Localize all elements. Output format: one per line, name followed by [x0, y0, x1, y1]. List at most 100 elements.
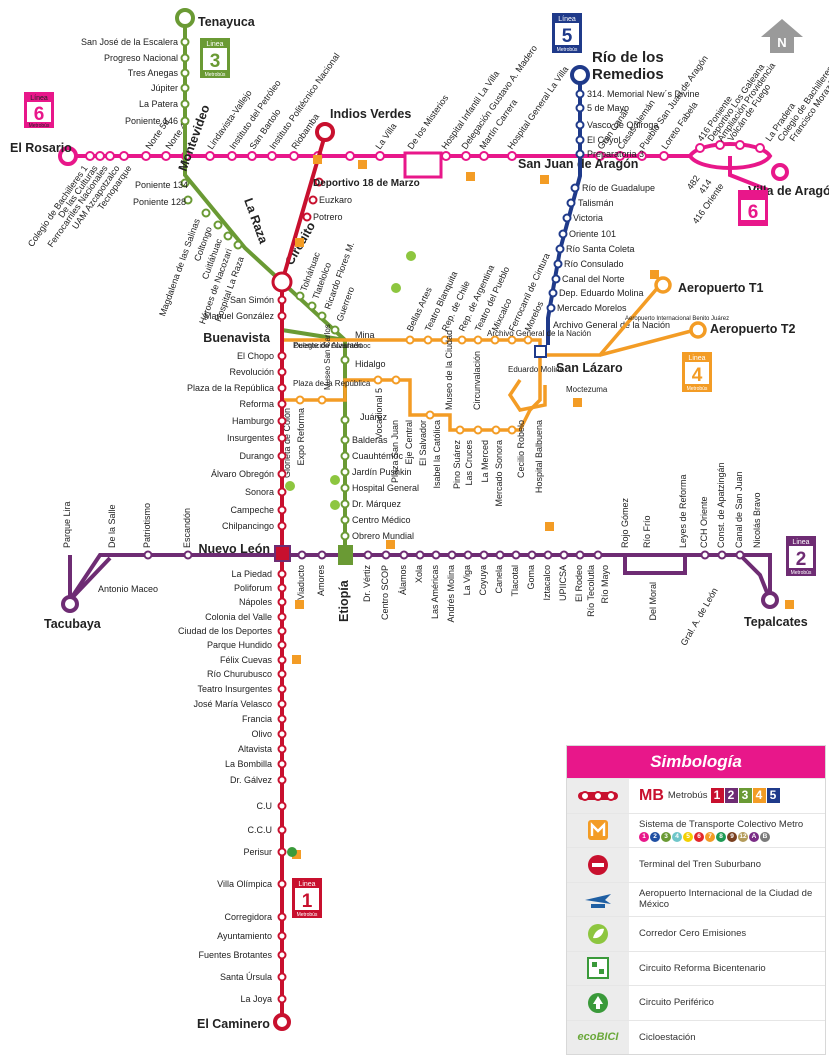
label-san-lazaro: San Lázaro	[556, 361, 623, 375]
line-chips: 1 2 3 4 5	[710, 788, 780, 804]
suburbano-icon	[567, 848, 629, 882]
metro-icon	[466, 172, 475, 181]
svg-text:Coyuya: Coyuya	[478, 565, 488, 596]
svg-text:La Viga: La Viga	[462, 565, 472, 595]
svg-text:Metrobús: Metrobús	[557, 47, 578, 53]
svg-text:Teatro Insurgentes: Teatro Insurgentes	[197, 684, 272, 694]
svg-text:Poniente 134: Poniente 134	[135, 180, 188, 190]
metro-line-dot: A	[749, 831, 759, 842]
metro-icon	[292, 850, 301, 859]
terminal-rio-de-los-remedios[interactable]	[570, 65, 590, 85]
svg-text:Santa Úrsula: Santa Úrsula	[220, 972, 272, 982]
label-tenayuca: Tenayuca	[198, 15, 256, 29]
metro-icon	[573, 398, 582, 407]
svg-text:Félix Cuevas: Félix Cuevas	[220, 655, 273, 665]
svg-text:Río Tecolutla: Río Tecolutla	[586, 565, 596, 617]
svg-text:Línea: Línea	[558, 16, 576, 23]
svg-text:Mercado Sonora: Mercado Sonora	[494, 440, 504, 507]
svg-text:Ayuntamiento: Ayuntamiento	[217, 931, 272, 941]
north-label: N	[777, 35, 786, 50]
svg-text:Amores: Amores	[316, 565, 326, 597]
linea-6-badge: Línea 6 Metrobús	[24, 92, 54, 129]
svg-text:La Piedad: La Piedad	[231, 569, 272, 579]
svg-text:Del Moral: Del Moral	[648, 582, 658, 621]
terminal-tepalcates[interactable]	[761, 591, 779, 609]
svg-text:Río Frío: Río Frío	[642, 515, 652, 548]
svg-text:El Chopo: El Chopo	[237, 351, 274, 361]
svg-text:Delegación Gustavo A. Madero: Delegación Gustavo A. Madero	[459, 43, 539, 151]
metro-line-dot: 2	[650, 831, 660, 842]
etiopia-hub[interactable]	[338, 545, 353, 565]
label-villa-de-aragon: Villa de Aragón	[748, 184, 829, 198]
svg-text:Río Churubusco: Río Churubusco	[207, 669, 272, 679]
svg-text:C.C.U: C.C.U	[248, 825, 273, 835]
label-rio-de-los-remedios: Río de los Remedios	[592, 49, 668, 83]
svg-text:Expo Reforma: Expo Reforma	[296, 408, 306, 466]
svg-text:Tlacotal: Tlacotal	[510, 565, 520, 597]
svg-text:Reforma: Reforma	[239, 399, 274, 409]
legend-panel: Simbología MB Metrobús 1 2 3 4 5	[566, 745, 826, 1055]
linea-1-badge: Linea 1 Metrobús	[292, 878, 322, 918]
svg-text:Centro Médico: Centro Médico	[352, 515, 411, 525]
periferico-icon	[567, 986, 629, 1020]
chip-linea-1: 1	[710, 788, 724, 804]
metro-icons	[292, 155, 794, 859]
metrobus-icon	[567, 779, 629, 813]
mb-logo-icon: MB	[639, 787, 664, 805]
terminal-tacubaya[interactable]	[61, 595, 79, 613]
terminal-indios-verdes[interactable]	[315, 122, 335, 142]
svg-text:Ciudad de los Deportes: Ciudad de los Deportes	[178, 626, 273, 636]
circuito-reforma-icon	[567, 951, 629, 985]
svg-text:De la Salle: De la Salle	[107, 504, 117, 548]
svg-text:Plaza de la República: Plaza de la República	[293, 379, 371, 388]
terminal-aeropuerto-t1[interactable]	[654, 276, 672, 294]
svg-text:Metrobús: Metrobús	[687, 386, 708, 392]
svg-text:Vasco de Quiroga: Vasco de Quiroga	[587, 120, 658, 130]
svg-text:Hidalgo: Hidalgo	[355, 359, 386, 369]
svg-text:Hospital General: Hospital General	[352, 483, 419, 493]
svg-text:La Villa: La Villa	[373, 121, 398, 151]
svg-text:Museo de la Ciudad: Museo de la Ciudad	[444, 330, 454, 410]
svg-text:Colonia del Valle: Colonia del Valle	[205, 612, 272, 622]
svg-text:Const. de Apatzingán: Const. de Apatzingán	[716, 462, 726, 548]
svg-text:Archivo General de la Nación: Archivo General de la Nación	[553, 320, 670, 330]
svg-text:Juárez: Juárez	[360, 412, 388, 422]
svg-text:Álvaro Obregón: Álvaro Obregón	[211, 469, 274, 479]
terminal-el-caminero[interactable]	[273, 1013, 291, 1031]
metro-icon	[295, 600, 304, 609]
metro-icon	[785, 600, 794, 609]
svg-text:Nicolás Bravo: Nicolás Bravo	[752, 492, 762, 548]
svg-text:Río de Guadalupe: Río de Guadalupe	[582, 183, 655, 193]
terminal-el-rosario[interactable]	[58, 146, 78, 166]
svg-text:Chilpancingo: Chilpancingo	[222, 521, 274, 531]
chip-linea-4: 4	[752, 788, 766, 804]
terminal-aeropuerto-t2[interactable]	[689, 321, 707, 339]
svg-text:Obrero Mundial: Obrero Mundial	[352, 531, 414, 541]
svg-text:2: 2	[796, 549, 807, 570]
leaf-icon	[391, 283, 401, 293]
svg-text:Eje Central: Eje Central	[404, 420, 414, 465]
svg-text:Rojo Gómez: Rojo Gómez	[620, 497, 630, 548]
svg-text:Canal del Norte: Canal del Norte	[562, 274, 625, 284]
label-delegacion-cuauhtemoc: Delegación Cuauhtémoc	[294, 343, 371, 350]
leaf-icon	[330, 500, 340, 510]
north-arrow-icon: N	[757, 17, 807, 55]
label-buenavista: Buenavista	[203, 331, 271, 345]
terminal-villa-de-aragon[interactable]	[771, 163, 789, 181]
metro-line-dot: B	[760, 831, 770, 842]
svg-text:El Coyol: El Coyol	[587, 135, 621, 145]
legend-row-aeropuerto: Aeropuerto Internacional de la Ciudad de…	[567, 881, 825, 916]
label-nuevo-leon: Nuevo León	[198, 542, 270, 556]
svg-text:Oriente 101: Oriente 101	[569, 229, 616, 239]
svg-text:Metrobús: Metrobús	[297, 912, 318, 918]
svg-text:Manuel González: Manuel González	[204, 311, 275, 321]
terminal-tenayuca[interactable]	[175, 8, 195, 28]
circuito-hub-icon[interactable]	[271, 271, 293, 293]
san-lazaro-hub[interactable]	[534, 345, 547, 358]
svg-text:Revolución: Revolución	[229, 367, 274, 377]
svg-text:Antonio Maceo: Antonio Maceo	[98, 584, 158, 594]
svg-text:Poniente 146: Poniente 146	[125, 116, 178, 126]
linea-5-route: Línea 5 Metrobús Río de los Remedios 314…	[546, 13, 700, 345]
